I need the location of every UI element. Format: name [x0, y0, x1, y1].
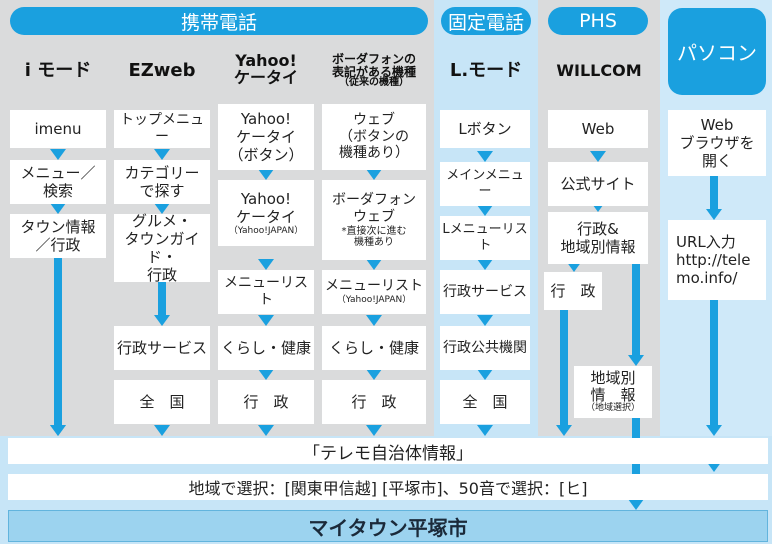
willcom-step-1: Web: [548, 110, 648, 148]
arrow-head-13: [477, 205, 493, 216]
lmode-step-2: メインメニュー: [440, 162, 530, 206]
willcom-regional-arrow-head: [628, 355, 644, 366]
arrow-head-6: [258, 315, 274, 326]
arrow-head-14: [477, 259, 493, 270]
lmode-step-6: 全 国: [440, 380, 530, 424]
imode-step-2: メニュー／ 検索: [10, 160, 106, 204]
carrier-ezweb: EZweb: [128, 59, 196, 81]
region-select-bar: 地域で選択：[関東甲信越] [平塚市]、50音で選択：[ヒ]: [8, 474, 768, 500]
yahoo-step-4: くらし・健康: [218, 326, 314, 370]
ezweb-arrow-to-service: [158, 282, 166, 316]
header-mobile: 携帯電話: [10, 7, 428, 35]
willcom-final-arrow-head: [628, 499, 644, 510]
yahoo-step-2-note: （Yahoo!JAPAN）: [228, 225, 304, 236]
willcom-gyosei-arrow: [560, 310, 568, 426]
carrier-yahoo-line2: ケータイ: [233, 68, 298, 87]
carrier-vodafone-line3: （従来の機種）: [339, 77, 409, 89]
ezweb-arrow-to-service-head: [154, 315, 170, 326]
header-pc: パソコン: [668, 8, 766, 95]
carrier-yahoo: Yahoo! ケータイ: [218, 44, 314, 96]
ezweb-step-2: カテゴリー で探す: [114, 160, 210, 204]
arrow-head-0: [50, 149, 66, 160]
vodafone-step-3-label: メニューリスト: [325, 278, 423, 295]
pc-url-arrow: [710, 300, 718, 426]
yahoo-step-2-label: Yahoo! ケータイ: [235, 189, 296, 226]
imode-long-arrow: [54, 258, 62, 426]
vodafone-step-2-label: ボーダフォン ウェブ: [332, 191, 416, 225]
arrow-head-15: [477, 315, 493, 326]
carrier-vodafone-line2: 表記がある機種: [331, 64, 416, 79]
carrier-imode: i モード: [24, 59, 92, 81]
carrier-yahoo-line1: Yahoo!: [235, 51, 297, 71]
willcom-step-4: 行 政: [544, 272, 602, 310]
yahoo-step-3: メニューリスト: [218, 270, 314, 314]
arrow-head-12: [477, 151, 493, 162]
carrier-willcom: WILLCOM: [556, 60, 642, 80]
ezweb-step-3: グルメ・ タウンガイド・ 行政: [114, 212, 210, 284]
pc-step-2: URL入力 http://tele mo.info/: [668, 220, 766, 300]
vodafone-step-3: メニューリスト （Yahoo!JAPAN）: [322, 270, 426, 314]
arrow-head-16: [477, 369, 493, 380]
willcom-step-5-note: （地域選択）: [585, 403, 640, 414]
lmode-step-5: 行政公共機関: [440, 326, 530, 370]
arrow-head-17: [590, 151, 606, 162]
pc-step-1: Web ブラウザを 開く: [668, 110, 766, 176]
ezweb-step-5: 全 国: [114, 380, 210, 424]
vodafone-step-2: ボーダフォン ウェブ *直接次に進む 機種あり: [322, 180, 426, 260]
willcom-gyosei-arrow-head: [556, 425, 572, 436]
vodafone-step-5: 行 政: [322, 380, 426, 424]
telemo-bar: 「テレモ自治体情報」: [8, 438, 768, 464]
arrow-head-11: [366, 369, 382, 380]
willcom-step-5-label: 地域別 情 報: [590, 369, 636, 404]
final-destination: マイタウン平塚市: [8, 510, 768, 542]
arrow-head-23: [366, 425, 382, 436]
willcom-step-2: 公式サイト: [548, 162, 648, 206]
pc-url-arrow-head: [706, 425, 722, 436]
arrow-head-24: [477, 425, 493, 436]
vodafone-step-4: くらし・健康: [322, 326, 426, 370]
yahoo-step-2: Yahoo! ケータイ （Yahoo!JAPAN）: [218, 180, 314, 246]
pc-browser-arrow-head: [706, 209, 722, 220]
arrow-head-21: [154, 425, 170, 436]
arrow-head-10: [366, 315, 382, 326]
vodafone-step-2-note: *直接次に進む 機種あり: [341, 226, 407, 249]
arrow-head-22: [258, 425, 274, 436]
willcom-regional-arrow: [632, 264, 640, 356]
arrow-head-1: [50, 203, 66, 214]
ezweb-step-1: トップメニュー: [114, 110, 210, 148]
arrow-head-9: [366, 259, 382, 270]
imode-step-3: タウン情報 ／行政: [10, 214, 106, 258]
lmode-step-3: Lメニューリスト: [440, 216, 530, 260]
carrier-vodafone-line1: ボーダフォンの: [331, 52, 416, 67]
header-fixed: 固定電話: [441, 7, 531, 35]
arrow-head-5: [258, 259, 274, 270]
arrow-head-4: [258, 169, 274, 180]
willcom-step-5: 地域別 情 報 （地域選択）: [574, 366, 652, 418]
carrier-lmode: L.モード: [449, 59, 523, 81]
header-phs: PHS: [548, 7, 648, 35]
lmode-step-4: 行政サービス: [440, 270, 530, 314]
yahoo-step-1: Yahoo! ケータイ （ボタン）: [218, 104, 314, 170]
arrow-head-8: [366, 169, 382, 180]
arrow-head-2: [154, 149, 170, 160]
vodafone-step-1: ウェブ （ボタンの 機種あり）: [322, 104, 426, 170]
yahoo-step-5: 行 政: [218, 380, 314, 424]
lmode-step-1: Lボタン: [440, 110, 530, 148]
willcom-step-3: 行政& 地域別情報: [548, 212, 648, 264]
ezweb-step-4: 行政サービス: [114, 326, 210, 370]
arrow-head-3: [154, 203, 170, 214]
imode-long-arrow-head: [50, 425, 66, 436]
pc-browser-arrow: [710, 176, 718, 210]
carrier-vodafone: ボーダフォンの 表記がある機種 （従来の機種）: [318, 42, 430, 100]
imode-step-1: imenu: [10, 110, 106, 148]
arrow-head-7: [258, 369, 274, 380]
vodafone-step-3-note: （Yahoo!JAPAN）: [336, 294, 412, 305]
